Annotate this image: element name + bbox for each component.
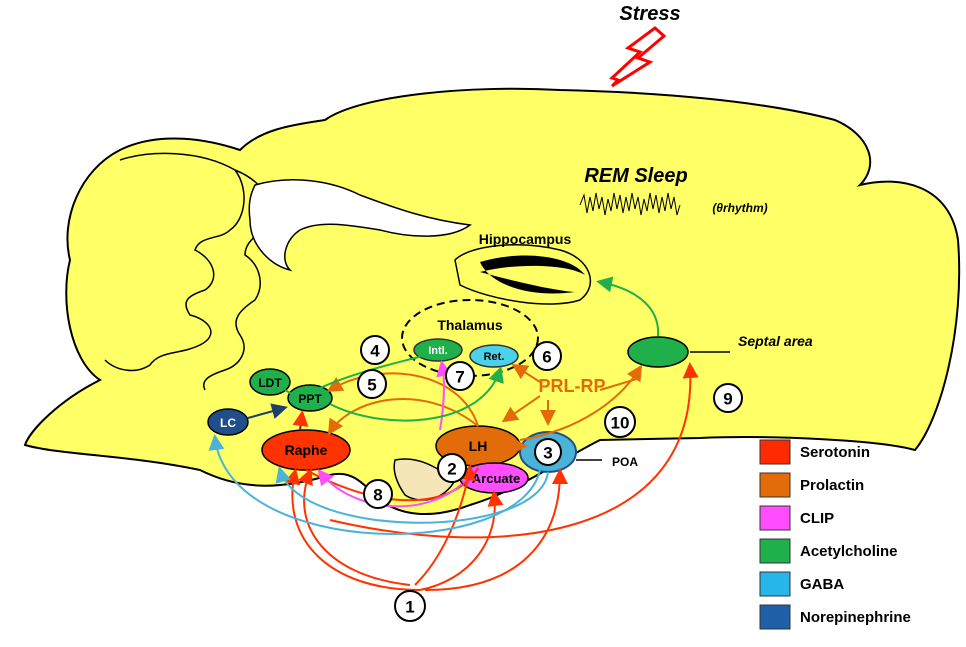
- ldt-node: [249, 368, 291, 396]
- legend-label: Prolactin: [800, 477, 864, 494]
- legend-label: Serotonin: [800, 444, 870, 461]
- pathway-number-7: 7: [445, 361, 475, 391]
- lh-label: LH: [469, 438, 488, 454]
- pathway-number-8-text: 8: [373, 486, 382, 505]
- pathway-number-4: 4: [360, 335, 390, 365]
- stress-indicator: Stress: [609, 3, 681, 88]
- prolactin-path-ppt: [326, 372, 479, 427]
- pathway-number-3: 3: [534, 438, 562, 466]
- hippocampus-label: Hippocampus: [479, 231, 572, 247]
- legend-label: GABA: [800, 576, 844, 593]
- lightning-bolt-icon: [609, 26, 667, 88]
- serotonin-path-poa: [424, 468, 568, 591]
- legend-swatch: [759, 472, 791, 498]
- ventricle-gap: [248, 179, 472, 272]
- legend-item: Serotonin: [759, 439, 870, 465]
- gaba-path-raphe: [275, 466, 549, 524]
- pathway-number-7-text: 7: [455, 368, 464, 387]
- rem-sleep-label: REM Sleep: [584, 165, 687, 187]
- serotonin-raphe-lh: [305, 467, 479, 502]
- legend-swatch: [759, 439, 791, 465]
- pathway-number-9: 9: [713, 383, 743, 413]
- legend-label: CLIP: [800, 510, 834, 527]
- pathway-number-8: 8: [363, 479, 393, 509]
- ach-path-ppt-thal: [329, 366, 504, 422]
- legend-swatch: [759, 505, 791, 531]
- stress-label: Stress: [619, 3, 680, 25]
- thalamus-label: Thalamus: [437, 317, 503, 333]
- raphe-label: Raphe: [285, 442, 328, 458]
- pathway-number-1: 1: [394, 590, 426, 622]
- ach-path-ppt-intl: [319, 355, 423, 389]
- prl-rp-label: PRL-RP: [539, 376, 606, 396]
- prolactin-prl-ret: [511, 363, 541, 383]
- legend-item: Acetylcholine: [759, 538, 898, 564]
- pathway-number-6-text: 6: [542, 348, 551, 367]
- prolactin-path-septal: [519, 364, 643, 441]
- theta-wave: [579, 192, 681, 216]
- serotonin-path-septal: [329, 362, 699, 539]
- septal-area-label: Septal area: [738, 333, 813, 349]
- arcuate-label: Arcuate: [472, 471, 520, 486]
- ach-ldt-ppt: [284, 389, 293, 395]
- septal-area-node: [627, 336, 689, 368]
- legend-swatch: [759, 604, 791, 630]
- ach-path-hippocampus: [596, 276, 660, 337]
- ne-path-lc-ppt: [247, 403, 288, 419]
- legend-item: Prolactin: [759, 472, 864, 498]
- legend-item: Norepinephrine: [759, 604, 911, 630]
- serotonin-raphe-ppt: [292, 410, 309, 431]
- pathway-number-3-text: 3: [543, 444, 552, 463]
- pathway-arrows: [208, 276, 699, 591]
- theta-rhythm-label: (θrhythm): [712, 201, 767, 215]
- pathway-number-2-text: 2: [447, 460, 456, 479]
- legend-label: Acetylcholine: [800, 543, 898, 560]
- prolactin-prl-lh: [501, 395, 541, 423]
- legend-item: GABA: [759, 571, 844, 597]
- legend-label: Norepinephrine: [800, 609, 911, 626]
- pathway-number-9-text: 9: [723, 390, 732, 409]
- clip-path-intl: [436, 360, 453, 431]
- lc-label: LC: [220, 416, 236, 430]
- hippocampus: Hippocampus: [454, 231, 591, 305]
- gaba-path-lc: [208, 434, 541, 535]
- lc-node: [207, 408, 249, 436]
- pathway-number-5: 5: [357, 369, 387, 399]
- ret-label: Ret.: [484, 351, 505, 363]
- pathway-number-4-text: 4: [370, 342, 380, 361]
- serotonin-path-arcuate: [419, 490, 504, 591]
- pathway-number-1-text: 1: [405, 598, 414, 617]
- prolactin-prl-septal: [599, 377, 641, 391]
- ppt-node: [287, 384, 333, 412]
- pathway-number-6: 6: [532, 341, 562, 371]
- serotonin-path-raphe-2: [298, 468, 411, 586]
- septal-area-text: Septal area: [738, 333, 813, 349]
- ldt-label: LDT: [258, 376, 282, 390]
- legend-swatch: [759, 571, 791, 597]
- intl-label: Intl.: [428, 345, 448, 357]
- pathway-number-5-text: 5: [367, 376, 376, 395]
- poa-label: POA: [612, 455, 638, 469]
- pathway-number-2: 2: [437, 453, 467, 483]
- legend-item: CLIP: [759, 505, 834, 531]
- serotonin-path-raphe: [284, 468, 421, 591]
- legend-swatch: [759, 538, 791, 564]
- pathway-number-10-text: 10: [611, 414, 630, 433]
- ppt-label: PPT: [298, 392, 322, 406]
- pathway-number-10: 10: [604, 406, 636, 438]
